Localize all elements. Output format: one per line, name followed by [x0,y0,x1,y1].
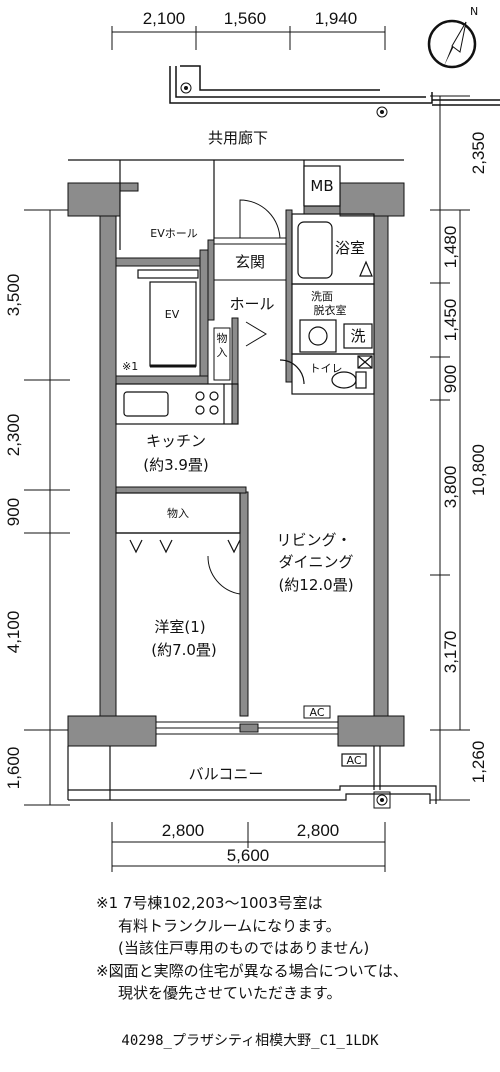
storage-small-label-2: 入 [217,346,228,359]
balcony-label: バルコニー [189,765,264,783]
elevator-car [137,269,199,368]
dim-right-6: 3,170 [441,631,460,674]
entrance-label: 玄関 [235,253,265,271]
ev-hall-label: EVホール [150,227,197,240]
note-line: ※1 7号棟102,203～1003号室は [96,894,323,912]
ac-unit-indoor [303,705,331,719]
storage-label: 物入 [167,506,189,520]
dim-left-1: 3,500 [4,274,23,317]
hall-label: ホール [229,295,274,313]
toilet-label: トイレ [310,362,343,375]
western-room-label-2: (約7.0畳) [151,641,217,659]
washroom-label-1: 洗面 [311,290,333,303]
note-line: (当該住戸専用のものではありません) [118,939,370,957]
walls [67,182,405,747]
corridor-frontage [68,159,404,250]
dim-left-2: 2,300 [4,414,23,457]
kitchen-label-2: (約3.9畳) [143,456,209,474]
left-dimension-lines [24,209,70,806]
note-line: ※図面と実際の住宅が異なる場合については、 [96,961,408,980]
top-dimension-line [111,26,386,50]
note-mark: ※1 [122,360,138,373]
bottom-dimension-lines [111,822,386,872]
footer-caption: 40298_プラザシティ相模大野_C1_1LDK [121,1033,379,1049]
note-line: 有料トランクルームになります。 [118,916,341,935]
dim-left-3: 900 [4,498,23,526]
drain-icon [180,82,388,118]
mb-label: MB [310,177,333,195]
dim-bottom-1: 2,800 [162,821,205,840]
note-line: 現状を優先させていただきます。 [118,984,342,1002]
dim-right-3: 1,450 [441,299,460,342]
washroom-label-2: 脱衣室 [314,303,347,317]
balcony-drain-icon [373,791,391,809]
western-room-label-1: 洋室(1) [154,618,205,636]
corridor-edge [169,65,500,106]
kitchen-label-1: キッチン [146,432,206,450]
dim-left-4: 4,100 [4,611,23,654]
dim-top-1: 2,100 [143,9,186,28]
dim-bottom-total: 5,600 [227,846,270,865]
ac-label-2: AC [346,754,361,767]
dim-right-1: 2,350 [469,132,488,175]
right-dimension-lines [430,95,470,801]
toilet [279,353,375,395]
dim-top-2: 1,560 [224,9,267,28]
storage-small-box [213,327,231,381]
entrance-door [213,199,287,245]
window-sash [156,721,338,735]
dim-left-5: 1,600 [4,747,23,790]
storage-small-label-1: 物 [217,331,228,345]
corridor-label: 共用廊下 [208,129,268,147]
dim-right-5: 3,800 [441,466,460,509]
dim-right-2: 1,480 [441,226,460,269]
dim-right-7: 1,260 [469,741,488,784]
wardrobe [115,492,241,554]
living-label-3: (約12.0畳) [278,576,353,594]
bathroom-label: 浴室 [335,239,365,257]
living-label-1: リビング・ [276,531,351,549]
dim-right-4: 900 [441,365,460,393]
north-compass-icon [427,19,477,69]
ev-label: EV [165,308,180,321]
kitchen-counter [115,383,239,425]
north-label: N [470,5,478,18]
hall-arrow [245,321,267,347]
ac-label-1: AC [309,706,324,719]
notes: ※1 7号棟102,203～1003号室は 有料トランクルームになります。 (当… [96,892,496,1005]
dim-top-3: 1,940 [315,9,358,28]
western-room-door [207,555,241,595]
dim-bottom-2: 2,800 [297,821,340,840]
dim-right-total: 10,800 [469,444,488,496]
washer-label: 洗 [350,327,365,345]
living-label-2: ダイニング [278,553,353,571]
balcony [67,746,437,804]
